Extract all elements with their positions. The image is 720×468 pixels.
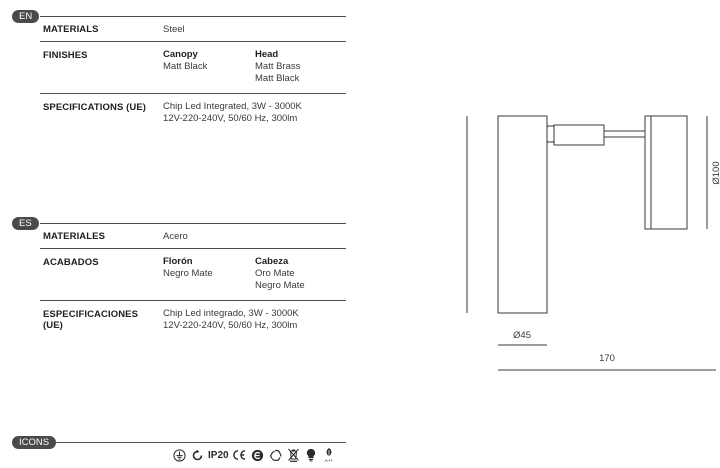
certification-icons: IP20 A++ [172, 445, 337, 465]
wall-base [497, 115, 548, 314]
section-tag-en: EN [12, 10, 40, 23]
section-divider-es [40, 223, 346, 224]
head-value: Matt Brass [255, 60, 301, 72]
canopy-title: Canopy [163, 49, 198, 60]
finish-cabeza: Cabeza Oro Mate Negro Mate [255, 256, 305, 291]
technical-drawing: 177 Ø100 Ø45 170 [455, 115, 720, 371]
finish-head: Head Matt Brass Matt Black [255, 49, 300, 84]
height-dimension-label: 177 [455, 209, 458, 225]
materials-value: Steel [163, 24, 185, 35]
row-divider [40, 93, 346, 94]
finish-floron: Florón Negro Mate [163, 256, 213, 280]
head-title: Head [255, 49, 279, 60]
spec-line: Chip Led integrado, 3W - 3000K [163, 308, 299, 319]
section-tag-es: ES [12, 217, 39, 230]
finish-canopy: Canopy Matt Black [163, 49, 207, 73]
materiales-label: MATERIALES [43, 231, 106, 242]
spec-line: 12V-220-240V, 50/60 Hz, 300lm [163, 319, 298, 331]
acabados-label: ACABADOS [43, 257, 99, 268]
base-dimension-label: Ø45 [513, 330, 531, 341]
arm-sleeve [553, 124, 605, 146]
head-value: Matt Black [255, 72, 300, 84]
head-dimension-label: Ø100 [711, 161, 720, 184]
svg-text:A++: A++ [325, 458, 334, 463]
connector-knob [546, 125, 555, 143]
ip20-rating: IP20 [208, 449, 229, 461]
canopy-value: Matt Black [163, 60, 208, 72]
cabeza-title: Cabeza [255, 256, 289, 267]
row-divider [40, 248, 346, 249]
row-divider [40, 300, 346, 301]
section-divider-icons [52, 442, 346, 443]
e-mark-icon [250, 447, 265, 463]
specifications-value: Chip Led Integrated, 3W - 3000K 12V-220-… [163, 101, 302, 125]
section-tag-icons: ICONS [12, 436, 57, 449]
especificaciones-label-line: ESPECIFICACIONES [43, 309, 139, 320]
specifications-label: SPECIFICATIONS (UE) [43, 102, 147, 113]
spec-line: 12V-220-240V, 50/60 Hz, 300lm [163, 112, 298, 124]
rotate-icon [190, 447, 205, 463]
row-divider [40, 41, 346, 42]
floron-value: Negro Mate [163, 267, 213, 279]
finishes-label: FINISHES [43, 50, 88, 61]
especificaciones-value: Chip Led integrado, 3W - 3000K 12V-220-2… [163, 308, 299, 332]
ce-mark-icon [232, 447, 247, 463]
cabeza-value: Negro Mate [255, 279, 305, 291]
materials-label: MATERIALS [43, 24, 99, 35]
floron-title: Florón [163, 256, 193, 267]
lamp-head [644, 115, 688, 230]
weee-bin-icon [286, 447, 301, 463]
especificaciones-label-line: (UE) [43, 320, 63, 331]
recycle-icon [268, 447, 283, 463]
especificaciones-label: ESPECIFICACIONES (UE) [43, 309, 138, 331]
cabeza-value: Oro Mate [255, 267, 295, 279]
spec-line: Chip Led Integrated, 3W - 3000K [163, 101, 302, 112]
earth-ground-icon [172, 447, 187, 463]
projection-dimension-label: 170 [599, 353, 615, 364]
section-divider-en [40, 16, 346, 17]
materiales-value: Acero [163, 231, 188, 242]
led-bulb-icon [304, 447, 319, 463]
energy-class-icon: A++ [322, 447, 337, 463]
